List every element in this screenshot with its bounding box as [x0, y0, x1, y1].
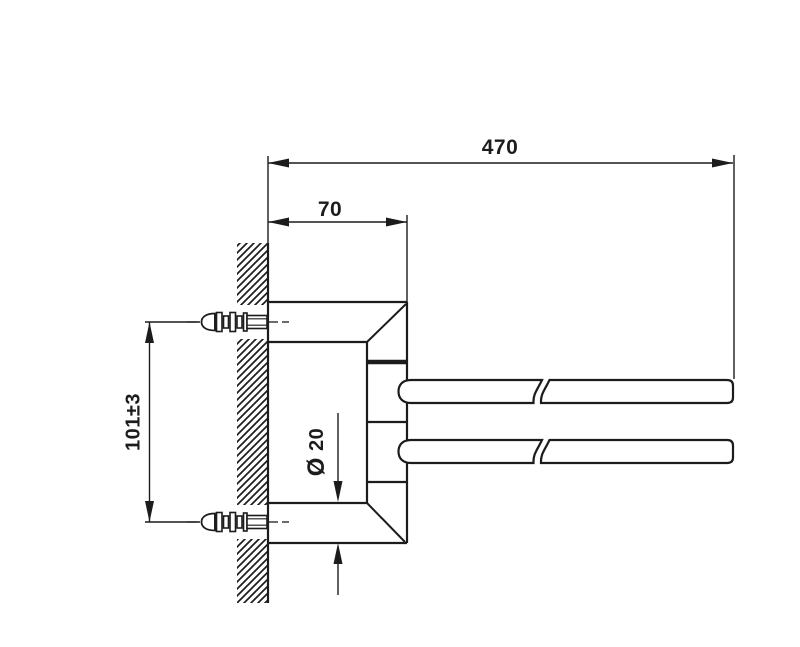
arrowhead-left-icon	[268, 158, 289, 168]
wall-hatch-top-block	[237, 243, 268, 305]
wall-screw-upper	[186, 311, 290, 333]
wall-hatch-bottom-block	[237, 539, 268, 603]
dimension-bracket-depth: 70	[268, 198, 408, 302]
arrowhead-left-icon	[268, 217, 289, 227]
wall-hatch-middle-block	[237, 339, 268, 505]
bar-lower-right-segment	[539, 438, 735, 465]
wall-section-hatch	[237, 243, 270, 603]
dimension-label-hole-spacing: 101±3	[122, 393, 144, 451]
mounting-bracket	[268, 300, 409, 545]
bracket-top-chamfer	[366, 303, 407, 343]
dimension-label-bar-diameter: Ø 20	[303, 428, 330, 476]
arrowhead-down-icon	[333, 481, 343, 502]
arrowhead-right-icon	[712, 158, 733, 168]
dimension-overall-length: 470	[267, 136, 735, 379]
dimension-bar-diameter: Ø 20	[303, 413, 343, 595]
bracket-bottom-chamfer	[366, 502, 406, 543]
diameter-value: 20	[306, 428, 328, 457]
dimension-label-bracket-depth: 70	[318, 198, 342, 221]
dimension-hole-spacing: 101±3	[122, 321, 200, 523]
wall-screw-lower	[186, 511, 290, 533]
arrowhead-up-icon	[145, 322, 154, 343]
dimension-label-overall-length: 470	[482, 136, 519, 159]
bar-lower-left-segment	[397, 438, 544, 465]
arrowhead-up-icon	[333, 543, 343, 564]
arrowhead-right-icon	[386, 217, 407, 227]
arrowhead-down-icon	[145, 501, 154, 522]
bar-upper-right-segment	[539, 378, 735, 405]
bar-upper-left-segment	[397, 378, 544, 405]
towel-bar-upper	[397, 378, 735, 405]
diameter-symbol: Ø	[303, 457, 330, 476]
towel-bar-lower	[397, 438, 735, 465]
